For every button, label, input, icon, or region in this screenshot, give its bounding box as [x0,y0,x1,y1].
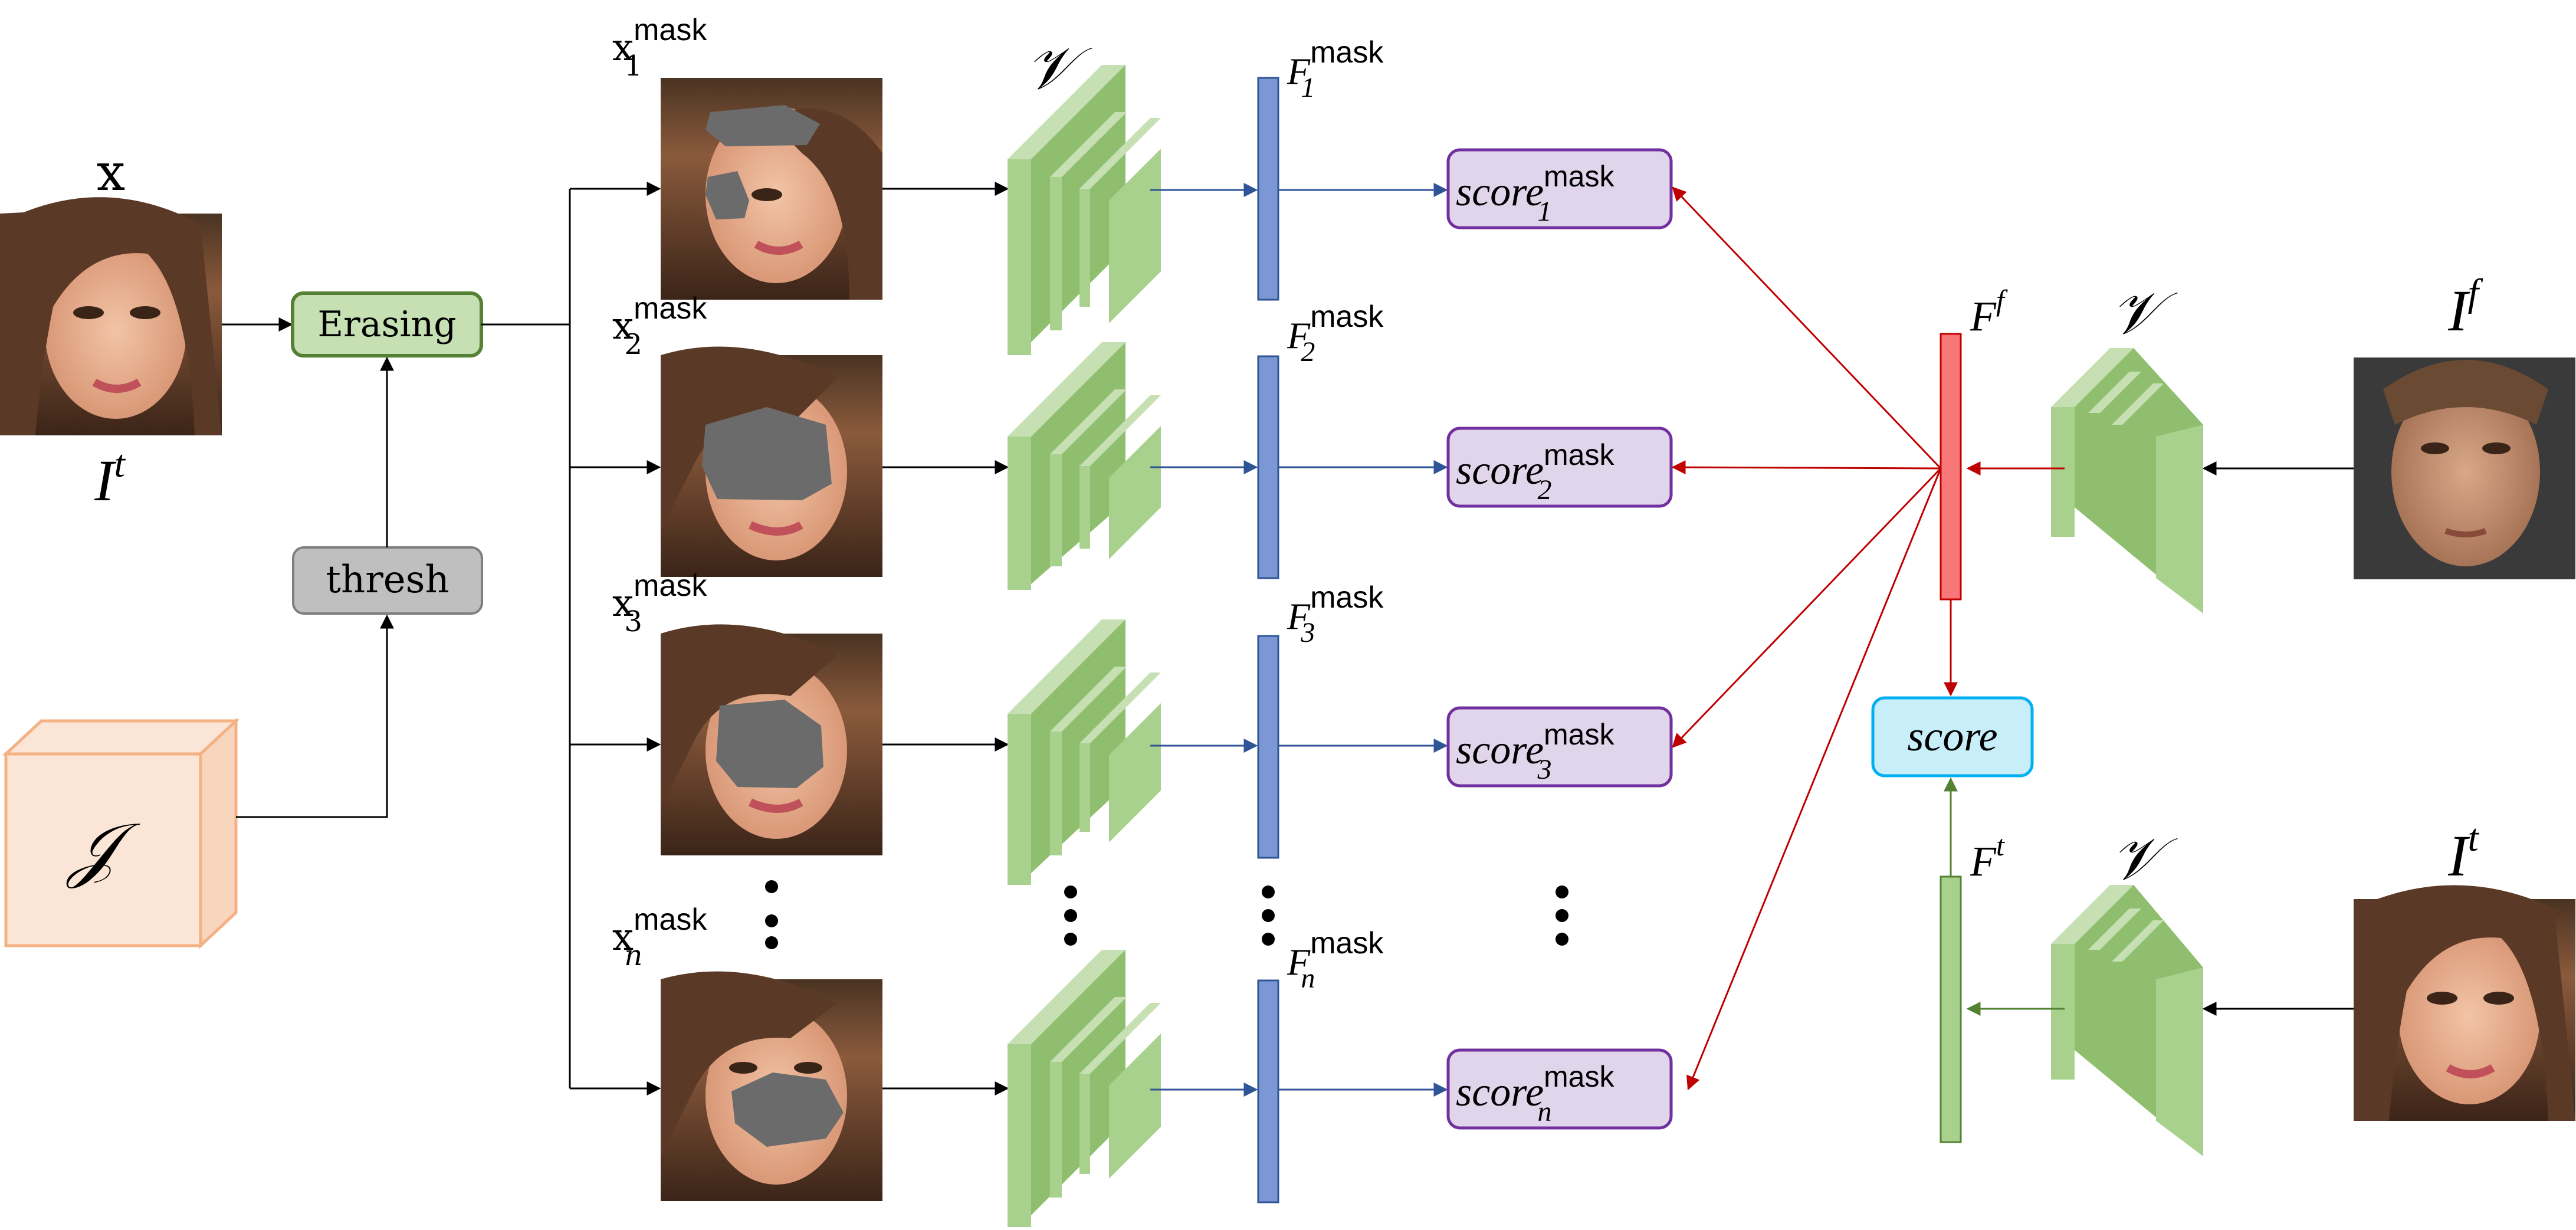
masked-face-1 [661,78,882,300]
masked-face-2 [661,346,882,577]
V-encoder-It [2051,885,2203,1156]
ellipsis-dots [765,880,1568,949]
Ft-label: Ft [1970,829,2005,885]
svg-text:thresh: thresh [326,558,449,602]
If-label: If [2447,271,2483,343]
Ff-vector [1940,333,1962,601]
V-label: 𝒱 [2111,826,2178,892]
thresh-box: thresh [292,546,483,615]
face-image-x [0,197,222,435]
F-mask-vector-n [1257,979,1279,1203]
Ff-to-score-arrows [1671,186,1942,1091]
masked-face-3 [661,624,882,855]
V-encoder-2 [1008,342,1161,590]
svg-text:score: score [1907,713,1997,760]
V-encoder-3 [1008,619,1161,885]
erasing-box: Erasing [291,291,483,357]
V-encoder-1 [1008,65,1161,355]
x-label: x [97,143,126,202]
score-box: score [1871,696,2034,778]
face-image-If [2354,357,2575,579]
F-mask-vector-2 [1257,355,1279,579]
J-cube: 𝒥 [2,717,240,949]
F-mask-vector-1 [1257,77,1279,301]
V-encoder-If [2051,348,2203,614]
svg-text:Erasing: Erasing [317,304,456,345]
masked-face-n [661,971,882,1201]
Ff-label: Ff [1970,284,2008,340]
It-right-label: It [2447,816,2479,888]
F-mask-vector-3 [1257,635,1279,859]
It-left-label: It [94,442,126,513]
Ft-vector [1940,875,1962,1143]
V-encoder-n [1008,950,1161,1227]
face-image-It-right [2354,885,2575,1121]
V-label: 𝒱 [2111,281,2178,346]
